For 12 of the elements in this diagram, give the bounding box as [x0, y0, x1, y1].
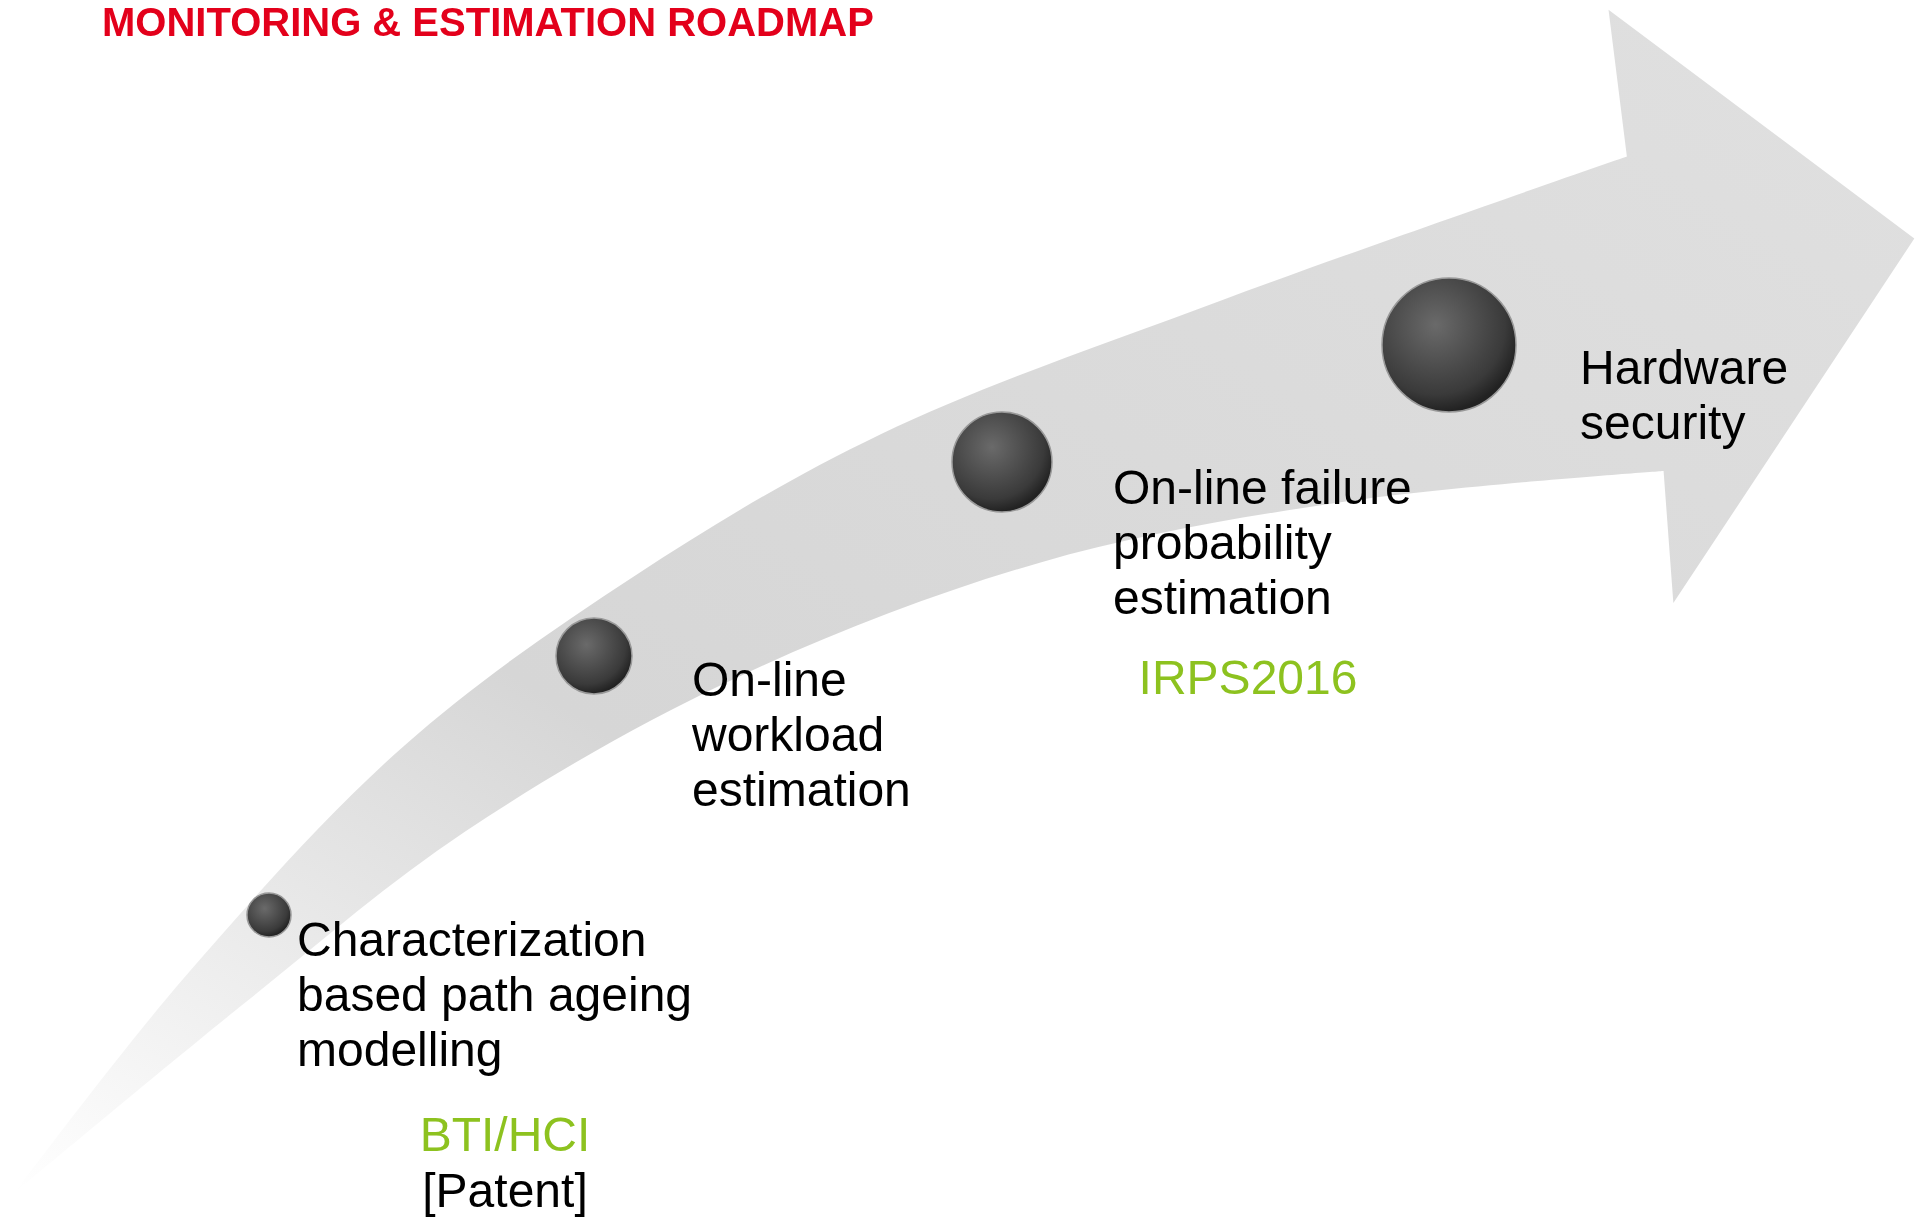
milestone-label: Characterization based path ageing modelling	[297, 912, 693, 1077]
milestone-label: On-line workload estimation	[692, 652, 912, 817]
milestone-dot	[1378, 274, 1520, 416]
title: MONITORING & ESTIMATION ROADMAP	[102, 0, 874, 45]
milestone-dot	[948, 408, 1056, 516]
milestone-label: Hardware security	[1580, 340, 1790, 450]
milestone-label: On-line failure probability estimation	[1113, 460, 1413, 625]
milestone-dot	[552, 614, 636, 698]
milestone-label: IRPS2016	[1137, 650, 1359, 705]
milestone-dot	[243, 889, 295, 941]
milestone-label: BTI/HCI	[418, 1107, 592, 1162]
milestone-label: [Patent]	[421, 1163, 589, 1217]
